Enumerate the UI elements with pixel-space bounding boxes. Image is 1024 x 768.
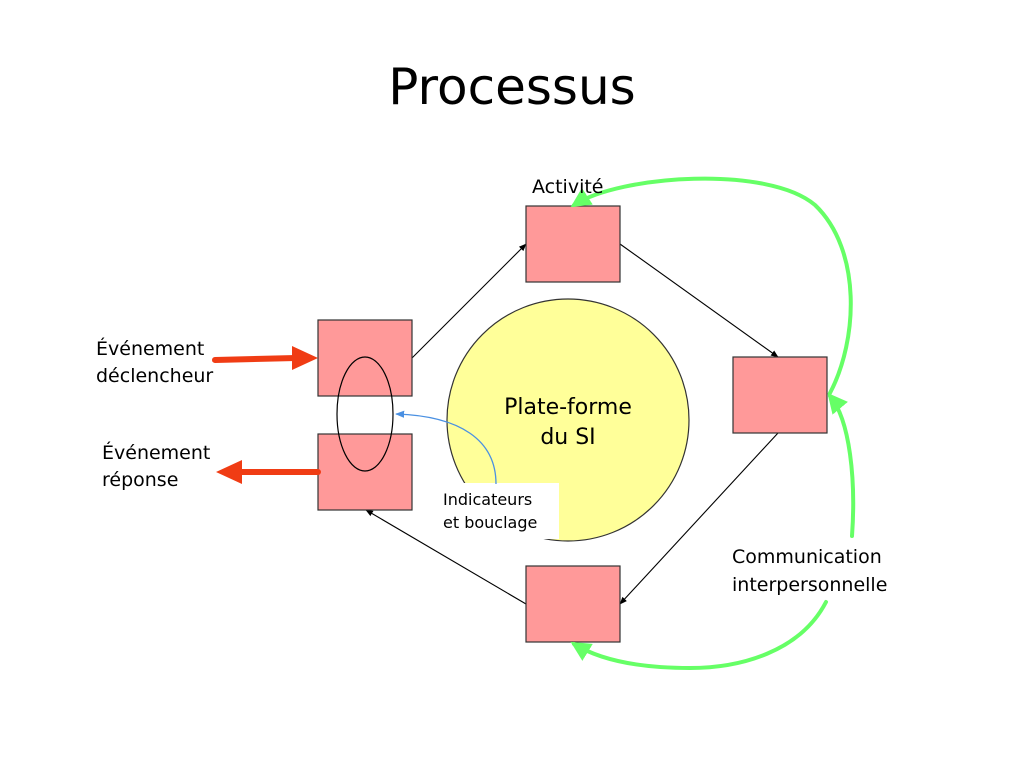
activity-box-right — [732, 356, 828, 434]
activity-box-bottom — [525, 565, 621, 643]
flow-arrow-to-right — [619, 243, 779, 358]
comm-arrow-to-right — [827, 392, 856, 538]
trigger-box — [317, 319, 413, 397]
response-label-line-1: Événement — [102, 441, 210, 464]
flow-arrow-to-activity — [411, 243, 527, 359]
indicators-label-line-1: Indicateurs — [443, 490, 532, 509]
response-label-line-2: réponse — [102, 469, 178, 491]
activity-label: Activité — [532, 176, 604, 198]
trigger-event-arrow — [212, 355, 299, 363]
activity-box-top — [525, 205, 621, 283]
trigger-event-arrowhead — [292, 346, 318, 370]
center-label-line-1: Plate-forme — [504, 395, 632, 420]
platform-circle — [446, 298, 690, 542]
link-oval — [336, 356, 394, 472]
response-box — [317, 433, 413, 511]
flow-arrow-to-bottom — [619, 432, 779, 605]
center-label-line-2: du SI — [540, 425, 595, 450]
flow-arrow-to-response — [365, 509, 527, 605]
communication-label-line-1: Communication — [732, 546, 882, 568]
response-event-arrowhead — [216, 460, 242, 484]
trigger-label-line-2: déclencheur — [96, 365, 213, 387]
slide-title: Processus — [388, 58, 636, 116]
indicators-label-line-2: et bouclage — [443, 513, 537, 532]
feedback-arrow — [395, 410, 497, 485]
comm-arrow-to-bottom — [570, 600, 828, 671]
trigger-label-line-1: Événement — [96, 337, 204, 360]
comm-arrow-to-top — [570, 176, 853, 395]
indicators-label-bg — [437, 483, 559, 539]
communication-label-line-2: interpersonnelle — [732, 574, 887, 596]
